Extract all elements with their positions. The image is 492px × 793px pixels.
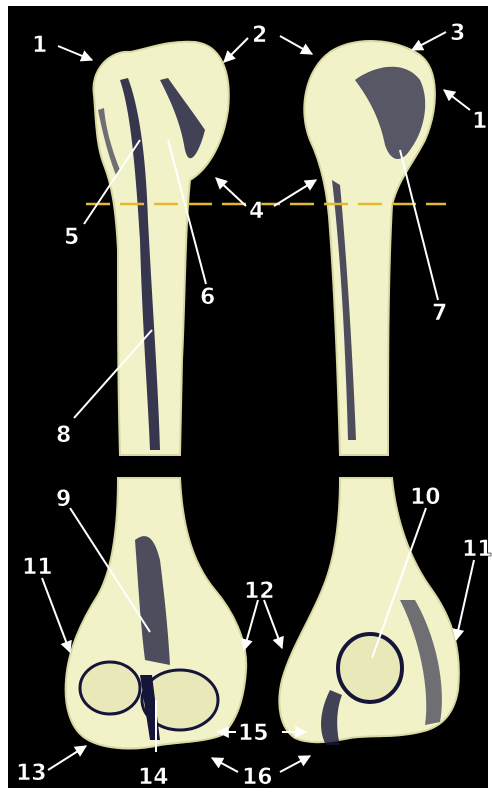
capitulum bbox=[80, 662, 140, 714]
label-9: 9 bbox=[56, 487, 71, 512]
olecranon-fossa bbox=[338, 634, 402, 702]
label-10: 10 bbox=[410, 485, 441, 510]
label-11-left: 11 bbox=[22, 555, 53, 580]
label-12: 12 bbox=[244, 579, 275, 604]
label-1-left: 1 bbox=[32, 33, 47, 58]
label-13: 13 bbox=[16, 761, 47, 786]
label-7: 7 bbox=[432, 301, 447, 326]
label-2: 2 bbox=[252, 23, 267, 48]
label-5: 5 bbox=[64, 225, 79, 250]
label-4: 4 bbox=[249, 199, 264, 224]
label-11-right: 11 bbox=[462, 537, 492, 562]
label-14: 14 bbox=[138, 765, 169, 790]
label-15: 15 bbox=[238, 721, 269, 746]
label-16: 16 bbox=[242, 765, 273, 790]
label-1-right: 1 bbox=[472, 109, 487, 134]
label-6: 6 bbox=[200, 285, 215, 310]
label-3: 3 bbox=[450, 21, 465, 46]
shaft-break-bar bbox=[100, 457, 470, 475]
label-8: 8 bbox=[56, 423, 71, 448]
